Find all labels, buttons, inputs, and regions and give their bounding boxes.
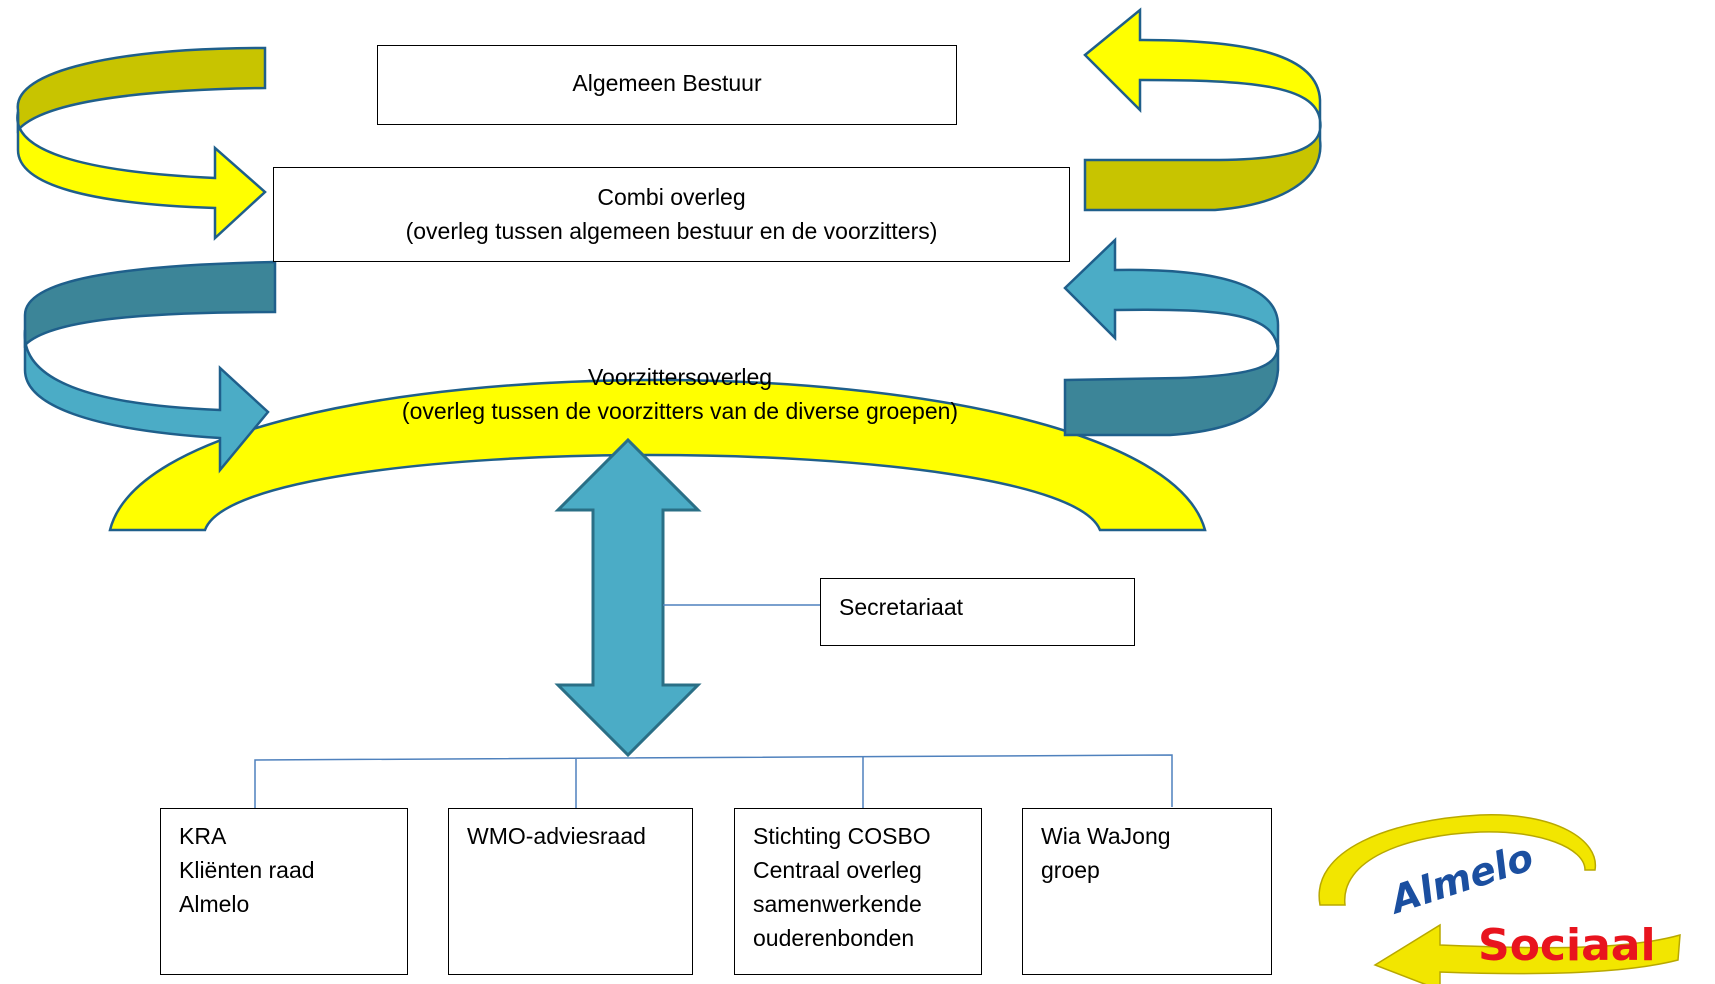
- group-cosbo-line-2: Centraal overleg: [753, 857, 922, 883]
- group-kra-line-2: Kliënten raad: [179, 857, 315, 883]
- logo-arrow: [1373, 923, 1681, 984]
- group-kra-line-3: Almelo: [179, 891, 250, 917]
- group-box-wmo: WMO-adviesraad: [448, 808, 693, 975]
- algemeen-bestuur-box: Algemeen Bestuur: [377, 45, 957, 125]
- group-kra-line-1: KRA: [179, 823, 227, 849]
- top-left-cycle-arrow: [16, 46, 267, 241]
- voorzittersoverleg-subtitle: (overleg tussen de voorzitters van de di…: [401, 398, 959, 424]
- voorzittersoverleg-label: Voorzittersoverleg (overleg tussen de vo…: [320, 360, 1040, 428]
- combi-overleg-title: Combi overleg: [597, 184, 746, 210]
- group-cosbo-line-1: Stichting COSBO: [753, 823, 931, 849]
- logo-swoosh: [1318, 814, 1597, 906]
- secretariaat-box: Secretariaat: [820, 578, 1135, 646]
- group-box-kra: KRA Kliënten raad Almelo: [160, 808, 408, 975]
- voorzittersoverleg-title: Voorzittersoverleg: [587, 364, 773, 390]
- group-wmo-line-1: WMO-adviesraad: [467, 823, 646, 849]
- logo-almelo-text: Almelo: [1382, 835, 1538, 923]
- group-box-cosbo: Stichting COSBO Centraal overleg samenwe…: [734, 808, 982, 975]
- almelo-sociaal-logo: Almelo Sociaal: [1318, 814, 1681, 984]
- group-box-wajong: Wia WaJong groep: [1022, 808, 1272, 975]
- middle-left-cycle-arrow: [23, 260, 277, 474]
- top-right-cycle-arrow: [1083, 7, 1322, 212]
- algemeen-bestuur-label: Algemeen Bestuur: [572, 70, 762, 96]
- group-cosbo-line-4: ouderenbonden: [753, 925, 915, 951]
- logo-sociaal-text: Sociaal: [1478, 920, 1656, 971]
- middle-right-cycle-arrow: [1063, 237, 1280, 437]
- groups-connector: [254, 754, 1173, 810]
- group-wajong-line-1: Wia WaJong: [1041, 823, 1171, 849]
- group-wajong-line-2: groep: [1041, 857, 1100, 883]
- group-cosbo-line-3: samenwerkende: [753, 891, 922, 917]
- voorzittersoverleg-arch: [108, 378, 1207, 532]
- vertical-double-arrow: [554, 437, 702, 758]
- combi-overleg-box: Combi overleg (overleg tussen algemeen b…: [273, 167, 1070, 262]
- secretariaat-label: Secretariaat: [839, 594, 964, 620]
- combi-overleg-subtitle: (overleg tussen algemeen bestuur en de v…: [405, 218, 938, 244]
